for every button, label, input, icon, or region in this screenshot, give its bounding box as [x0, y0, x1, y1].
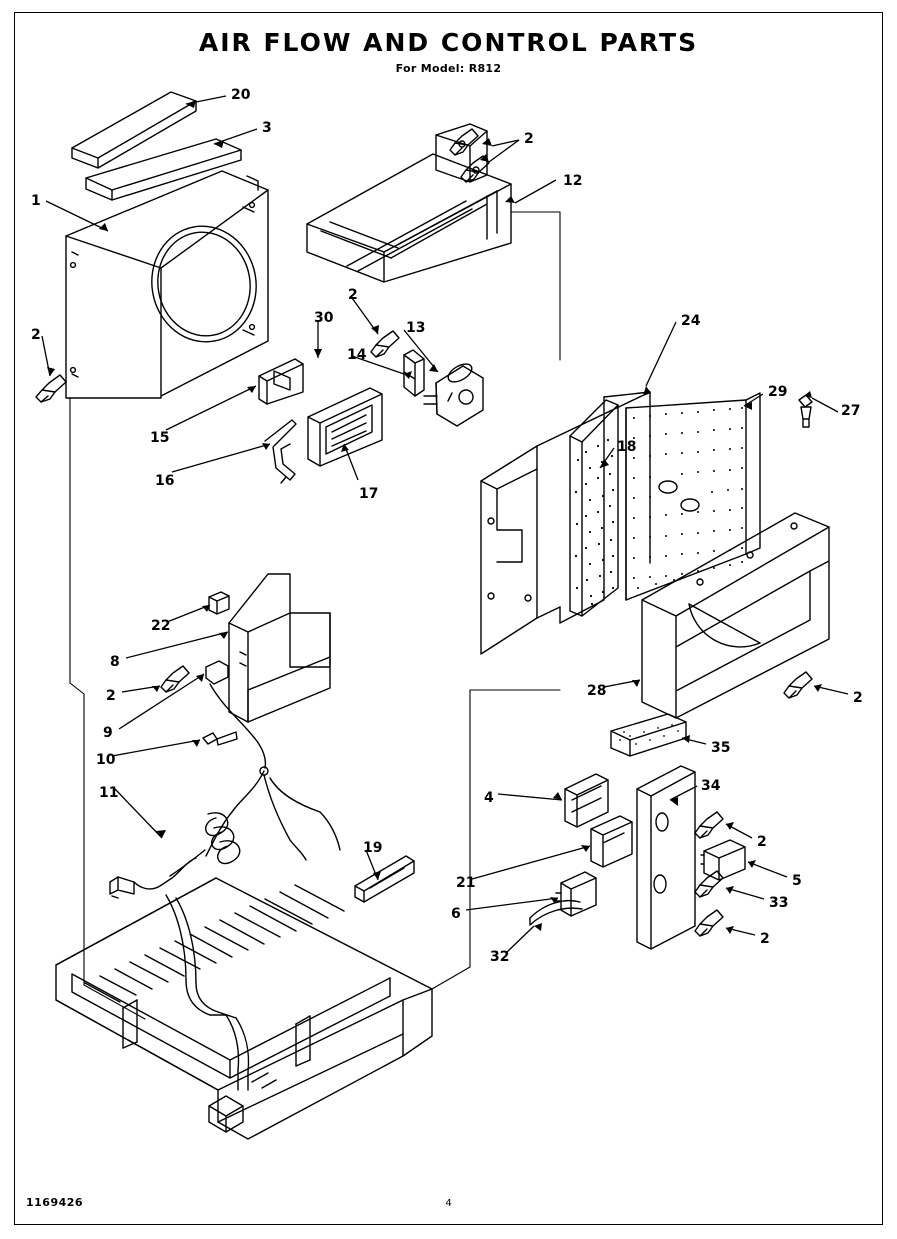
- callout-number: 22: [151, 618, 171, 634]
- callout-number: 2: [760, 931, 770, 947]
- footer-page-number: 4: [445, 1198, 452, 1209]
- callout-number: 2: [106, 688, 116, 704]
- callout-number: 12: [563, 173, 583, 189]
- callout-number: 35: [711, 740, 731, 756]
- model-subtitle: For Model: R812: [395, 62, 502, 75]
- callout-number: 29: [768, 384, 788, 400]
- callout-number: 19: [363, 840, 383, 856]
- callout-number: 20: [231, 87, 251, 103]
- callout-number: 21: [456, 875, 476, 891]
- callout-number: 2: [757, 834, 767, 850]
- callout-number: 32: [490, 949, 510, 965]
- page-title: AIR FLOW AND CONTROL PARTS: [198, 28, 699, 57]
- callout-number: 1: [31, 193, 41, 209]
- callout-number: 24: [681, 313, 701, 329]
- callout-number: 14: [347, 347, 367, 363]
- callout-number: 9: [103, 725, 113, 741]
- callout-number: 16: [155, 473, 175, 489]
- callout-number: 2: [31, 327, 41, 343]
- footer-document-code: 1169426: [26, 1196, 84, 1209]
- callout-number: 5: [792, 873, 802, 889]
- callout-number: 15: [150, 430, 170, 446]
- callout-number: 30: [314, 310, 334, 326]
- callout-number: 4: [484, 790, 494, 806]
- callout-number: 8: [110, 654, 120, 670]
- callout-number: 3: [262, 120, 272, 136]
- callout-number: 2: [348, 287, 358, 303]
- callout-number: 17: [359, 486, 379, 502]
- callout-number: 28: [587, 683, 607, 699]
- callout-number: 33: [769, 895, 789, 911]
- callout-number: 2: [853, 690, 863, 706]
- page-border: [14, 12, 883, 1225]
- callout-number: 18: [617, 439, 637, 455]
- callout-number: 27: [841, 403, 861, 419]
- callout-number: 34: [701, 778, 721, 794]
- callout-number: 10: [96, 752, 116, 768]
- callout-number: 13: [406, 320, 426, 336]
- callout-number: 2: [524, 131, 534, 147]
- callout-number: 6: [451, 906, 461, 922]
- callout-number: 11: [99, 785, 119, 801]
